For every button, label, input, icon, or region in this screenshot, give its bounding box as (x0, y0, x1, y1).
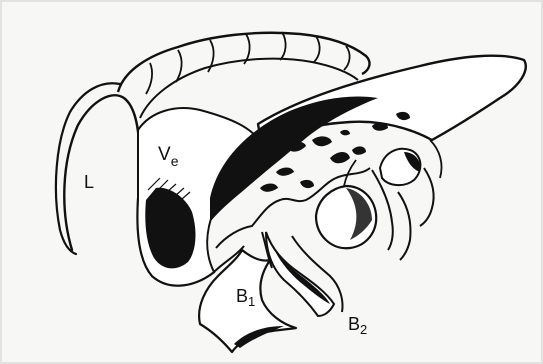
label-b1-sub: 1 (248, 294, 255, 309)
tendril-3 (420, 168, 434, 226)
b2-chamber (266, 232, 334, 316)
label-ve-main: V (158, 144, 171, 165)
label-lumen: L (84, 172, 94, 192)
label-b2-sub: 2 (360, 322, 367, 337)
label-ve-sub: e (171, 153, 179, 169)
label-b1-main: B (236, 286, 248, 306)
label-b2: B2 (348, 314, 367, 337)
label-b2-main: B (348, 314, 360, 334)
tendril-2 (398, 192, 411, 260)
top-ridge (118, 33, 369, 92)
tendril-4 (430, 140, 442, 178)
